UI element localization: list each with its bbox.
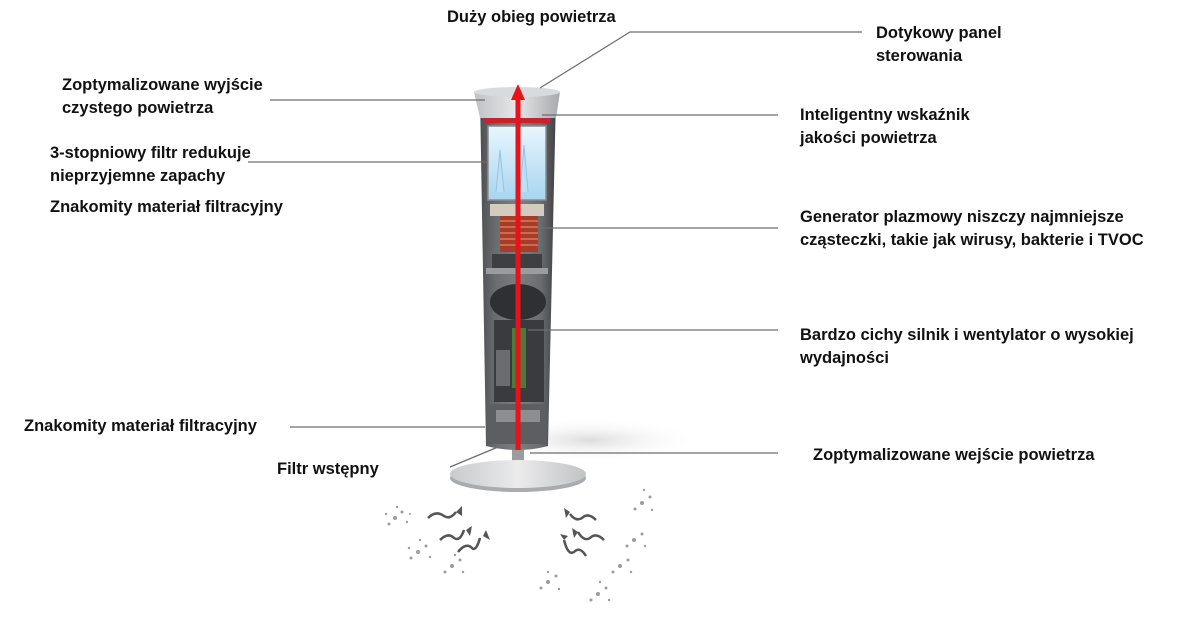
label-air-quality-indicator-line2: jakości powietrza [800,129,937,147]
label-touch-panel: Dotykowy panel sterowania [876,22,1002,68]
label-large-airflow: Duży obieg powietrza [447,8,616,26]
label-touch-panel-line1: Dotykowy panel [876,24,1002,42]
label-plasma-generator-line1: Generator plazmowy niszczy najmniejsze [800,208,1124,226]
label-touch-panel-line2: sterowania [876,47,963,65]
label-filter-material-bottom: Znakomity materiał filtracyjny [24,417,257,435]
label-3-stage-filter-line2: nieprzyjemne zapachy [50,167,226,185]
label-clean-air-outlet: Zoptymalizowane wyjście czystego powietr… [62,74,263,120]
base-stand [450,440,586,492]
label-quiet-motor: Bardzo cichy silnik i wentylator o wysok… [800,324,1134,370]
dust-particles [384,488,654,602]
label-quiet-motor-line1: Bardzo cichy silnik i wentylator o wysok… [800,326,1134,344]
label-plasma-generator-line2: cząsteczki, takie jak wirusy, bakterie i… [800,231,1144,249]
label-air-quality-indicator-line1: Inteligentny wskaźnik [800,106,970,124]
intake-arrowheads [456,506,578,540]
label-air-inlet: Zoptymalizowane wejście powietrza [813,446,1095,464]
label-3-stage-filter-line1: 3-stopniowy filtr redukuje [50,144,251,162]
label-3-stage-filter: 3-stopniowy filtr redukuje nieprzyjemne … [50,142,251,188]
label-clean-air-outlet-line2: czystego powietrza [62,99,214,117]
intake-arrows [427,511,605,557]
label-quiet-motor-line2: wydajności [800,349,889,367]
leader-lines [248,31,862,468]
label-plasma-generator: Generator plazmowy niszczy najmniejsze c… [800,206,1144,252]
label-air-quality-indicator: Inteligentny wskaźnik jakości powietrza [800,104,970,150]
label-clean-air-outlet-line1: Zoptymalizowane wyjście [62,76,263,94]
label-filter-material-top: Znakomity materiał filtracyjny [50,198,283,216]
label-pre-filter: Filtr wstępny [277,460,379,478]
airflow-arrow [511,84,525,450]
